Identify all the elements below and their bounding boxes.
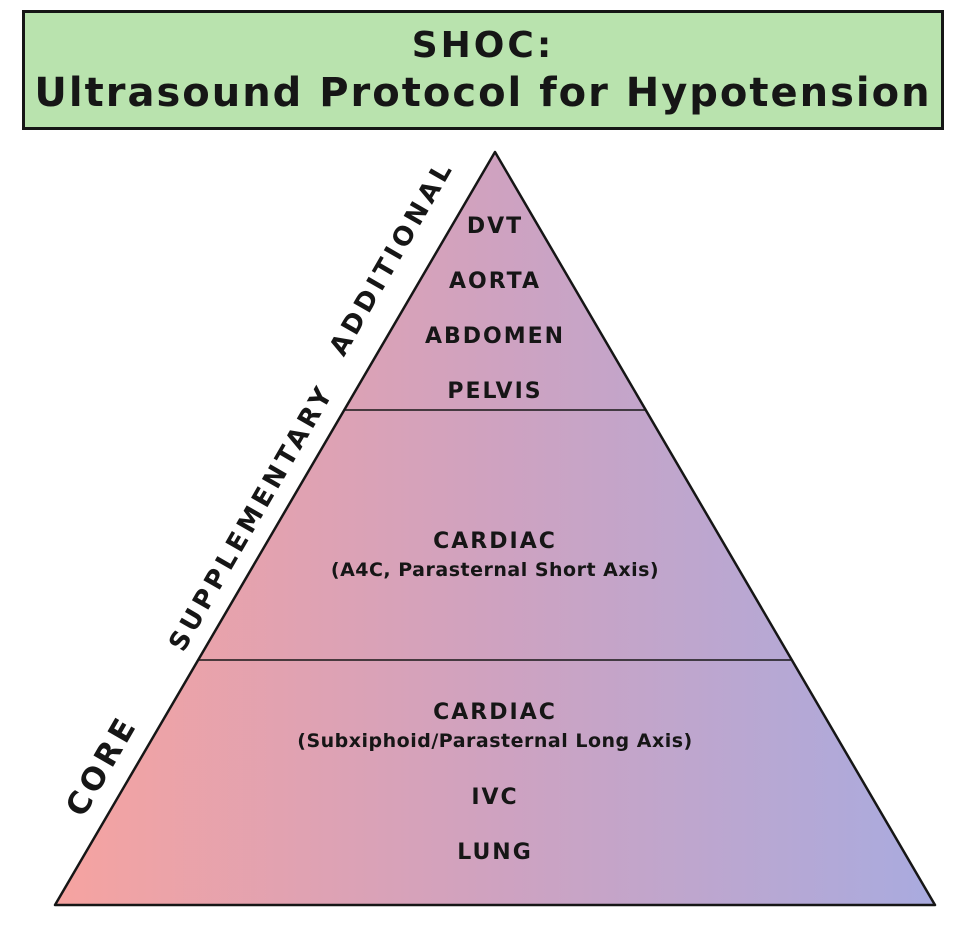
tier-item-cardiac-supplementary-detail: (A4C, Parasternal Short Axis) xyxy=(330,559,660,581)
tier-item-pelvis: PELVIS xyxy=(447,379,543,404)
tier-item-abdomen: ABDOMEN xyxy=(424,324,566,349)
title-subtitle: Ultrasound Protocol for Hypotension xyxy=(34,69,932,116)
tier-item-ivc: IVC xyxy=(471,785,519,810)
tier-item-cardiac-core-detail: (Subxiphoid/Parasternal Long Axis) xyxy=(297,730,693,752)
tier-item-cardiac-supplementary: CARDIAC xyxy=(433,529,557,554)
tier-item-cardiac-core: CARDIAC xyxy=(433,700,557,725)
header-banner: SHOC: Ultrasound Protocol for Hypotensio… xyxy=(22,10,944,130)
title-acronym: SHOC: xyxy=(411,24,555,66)
tier-item-dvt: DVT xyxy=(466,214,524,239)
tier-item-lung: LUNG xyxy=(457,840,533,865)
pyramid-shape xyxy=(53,150,937,907)
tier-item-aorta: AORTA xyxy=(448,269,542,294)
